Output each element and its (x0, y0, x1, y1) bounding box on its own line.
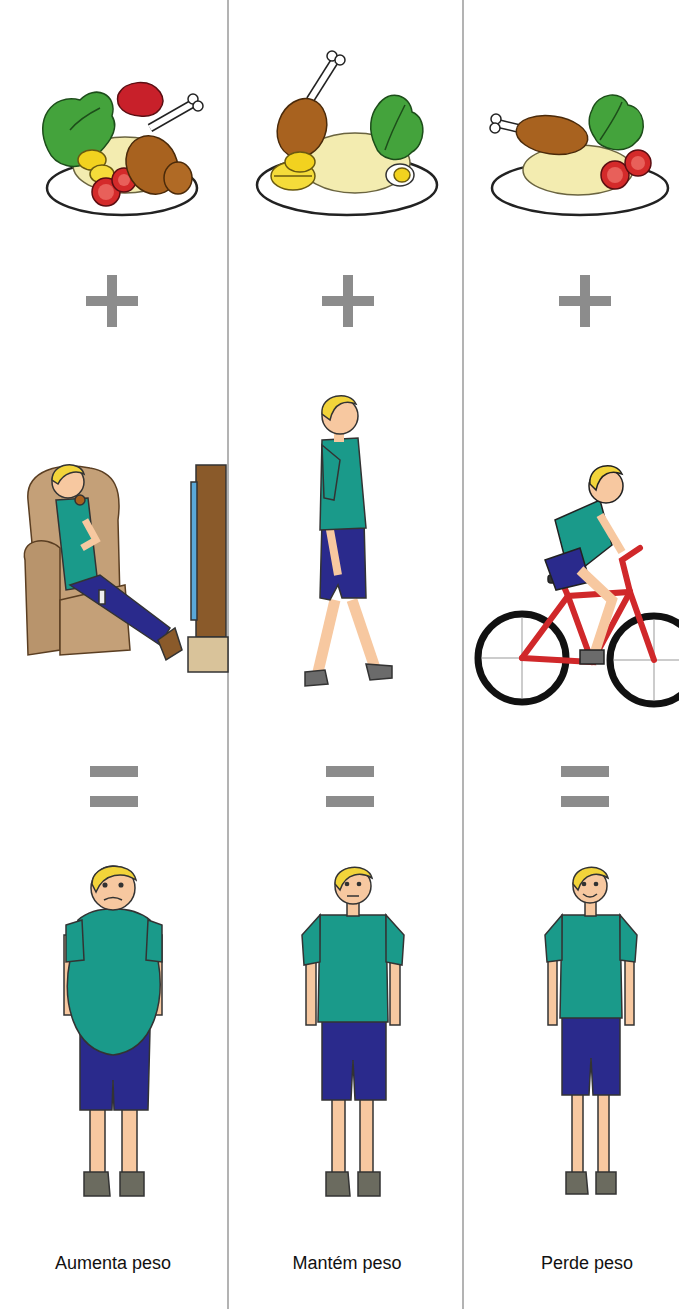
column-divider (228, 0, 463, 1309)
overweight-figure (64, 866, 162, 1196)
caption-label: Perde peso (541, 1253, 633, 1274)
caption-label: Aumenta peso (55, 1253, 171, 1274)
thin-figure (545, 867, 637, 1194)
cyclist-figure (478, 466, 679, 704)
food-plate (490, 95, 668, 215)
plus-symbol (86, 275, 611, 327)
food-plate (43, 83, 203, 215)
caption-label: Mantém peso (292, 1253, 401, 1274)
walking-figure (305, 396, 392, 686)
equals-symbol (90, 766, 609, 807)
television (188, 465, 228, 672)
normal-weight-figure (302, 867, 404, 1196)
food-plate (257, 51, 437, 215)
sedentary-figure (24, 465, 182, 660)
